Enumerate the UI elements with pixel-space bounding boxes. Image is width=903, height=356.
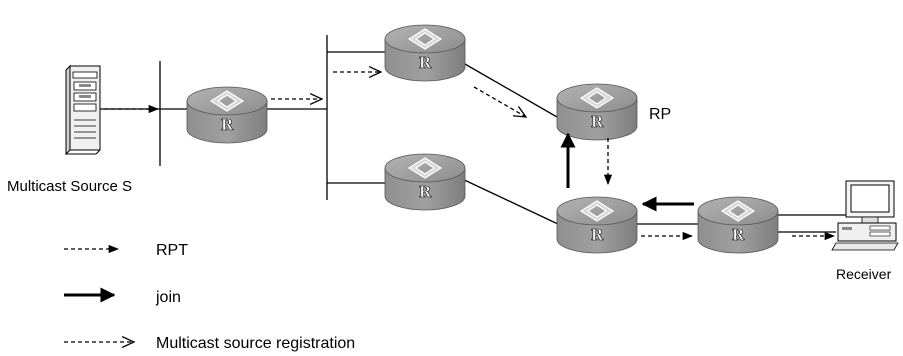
router-letter: R bbox=[591, 226, 604, 244]
join-arrows bbox=[560, 132, 694, 212]
legend-join-label: join bbox=[155, 289, 181, 306]
legend-registration-label: Multicast source registration bbox=[156, 335, 355, 352]
computer-icon bbox=[831, 180, 899, 251]
router-arrows-icon bbox=[407, 157, 443, 179]
router3-to-router5 bbox=[457, 176, 561, 226]
router-upper: R bbox=[384, 24, 466, 82]
router-letter: R bbox=[591, 113, 604, 131]
router-letter: R bbox=[732, 226, 745, 244]
server-icon bbox=[65, 64, 101, 156]
router2-to-rp bbox=[457, 59, 558, 118]
router-arrows-icon bbox=[579, 87, 615, 109]
router-junction: R bbox=[556, 196, 638, 254]
router-letter: R bbox=[419, 54, 432, 72]
router-arrows-icon bbox=[720, 200, 756, 222]
legend-rpt-label: RPT bbox=[156, 242, 188, 259]
router-arrows-icon bbox=[579, 200, 615, 222]
router-source-side: R bbox=[186, 86, 268, 144]
router-letter: R bbox=[221, 116, 234, 134]
registration-arrow-3 bbox=[473, 86, 526, 117]
router-arrows-icon bbox=[209, 90, 245, 112]
router-rp: R bbox=[556, 83, 638, 141]
network-links bbox=[100, 35, 850, 233]
router-letter: R bbox=[419, 183, 432, 201]
router-arrows-icon bbox=[407, 28, 443, 50]
receiver-label: Receiver bbox=[836, 266, 892, 282]
registration-arrows bbox=[271, 72, 526, 117]
rpt-arrows bbox=[104, 104, 836, 241]
router-receiver-side: R bbox=[697, 196, 779, 254]
source-label: Multicast Source S bbox=[7, 178, 132, 195]
router-lower: R bbox=[384, 153, 466, 211]
legend: RPT join Multicast source registration bbox=[64, 242, 355, 352]
rp-label: RP bbox=[649, 106, 671, 123]
